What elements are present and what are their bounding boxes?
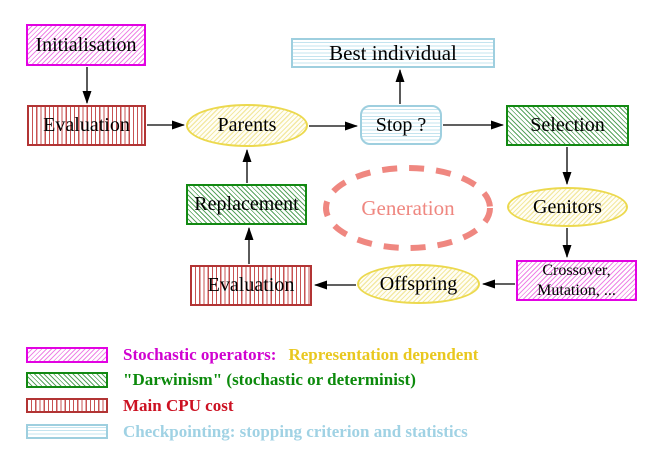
legend-label-stochastic-operators: Stochastic operators:Representation depe… [123,345,479,364]
legend-swatch-checkpointing [26,424,108,439]
generation-dashed-ellipse [323,165,493,251]
legend-swatch-darwinism [26,372,108,388]
legend-label-darwinism: "Darwinism" (stochastic or determinist) [123,370,416,389]
node-evaluation-bottom: Evaluation [190,265,312,306]
generation-label: Generation [361,195,455,220]
node-evaluation-top: Evaluation [27,105,146,146]
node-selection: Selection [506,105,629,146]
node-stop: Stop ? [360,105,442,145]
node-genitors: Genitors [507,187,628,227]
node-best-individual: Best individual [291,38,495,68]
legend-swatch-stochastic-operators [26,347,108,363]
node-crossover-mutation: Crossover, Mutation, ... [516,260,637,301]
legend-label-main-cpu-cost: Main CPU cost [123,396,234,415]
node-generation: Generation [321,164,495,252]
crossover-mutation-label: Crossover, Mutation, ... [537,262,616,299]
legend-label-checkpointing: Checkpointing: stopping criterion and st… [123,422,468,441]
node-replacement: Replacement [186,184,307,225]
legend-swatch-main-cpu-cost [26,398,108,413]
node-initialisation: Initialisation [26,24,146,66]
node-offspring: Offspring [357,264,480,304]
node-parents: Parents [186,104,308,147]
